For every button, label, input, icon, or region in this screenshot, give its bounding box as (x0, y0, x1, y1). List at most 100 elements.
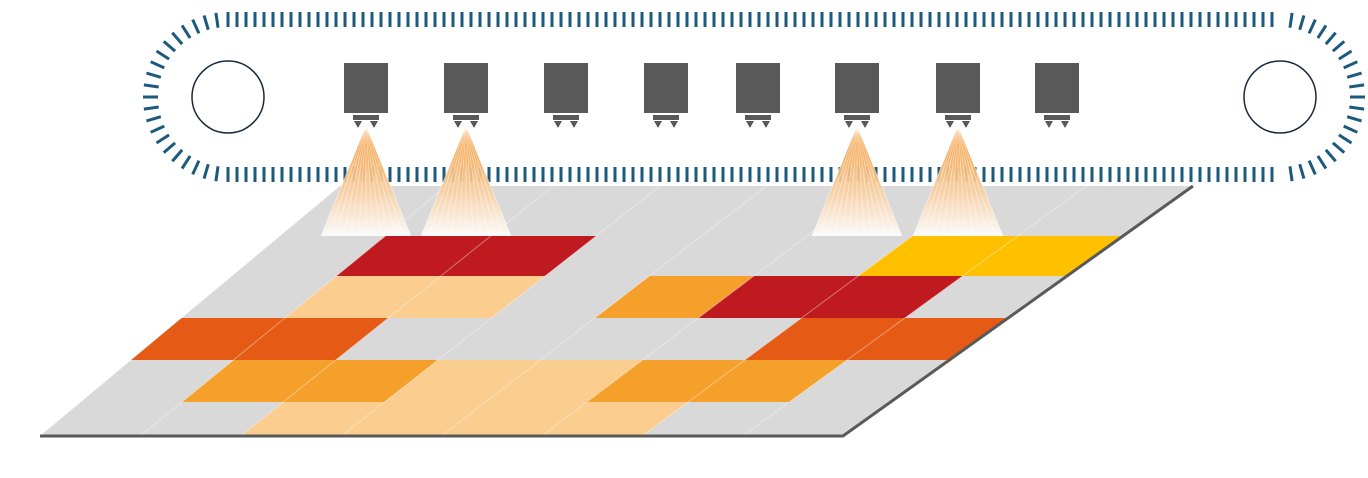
printhead-row (344, 63, 1079, 128)
printhead (644, 63, 688, 128)
spray-stream (856, 125, 888, 237)
printhead-nozzle-plate (844, 115, 870, 120)
grid-cell (388, 276, 546, 318)
spray-stream (957, 125, 1004, 237)
printhead-nozzle (570, 121, 578, 128)
printhead-nozzle (762, 121, 770, 128)
printhead-body (344, 63, 388, 113)
spray-stream (811, 125, 858, 237)
printhead-nozzle-plate (745, 115, 771, 120)
printhead-body (444, 63, 488, 113)
printhead-body (936, 63, 980, 113)
spray-stream (465, 125, 482, 237)
track-tick (1331, 40, 1346, 53)
track-tick (1343, 60, 1358, 70)
track-tick (171, 148, 184, 163)
printhead-nozzle (370, 121, 378, 128)
printhead-nozzle (746, 121, 754, 128)
track-tick (1343, 124, 1358, 134)
track-tick (1324, 31, 1337, 46)
track-tick (171, 31, 184, 46)
track-tick (1316, 24, 1328, 39)
grid-cell (744, 318, 905, 360)
track-tick (1346, 71, 1362, 79)
spray-stream (365, 125, 374, 237)
track-tick (1324, 148, 1337, 163)
grid-cell (240, 402, 385, 436)
track-tick (162, 40, 177, 53)
spray-stream (320, 125, 367, 237)
spray-stream (856, 125, 865, 237)
spray-stream (328, 125, 367, 237)
spray-stream (465, 125, 489, 237)
track-tick (155, 133, 170, 145)
track-tick (162, 141, 177, 154)
spray-stream (428, 125, 467, 237)
printhead-nozzle-plate (353, 115, 379, 120)
print-bed-edge (40, 184, 1194, 438)
track-tick (1349, 105, 1365, 111)
grid-cell (440, 236, 597, 276)
spray-stream (465, 125, 474, 237)
printhead-body (835, 63, 879, 113)
spray-stream (420, 125, 467, 237)
track-tick (1288, 12, 1294, 28)
track-tick (1338, 49, 1353, 61)
spray-stream (927, 125, 959, 237)
spray-stream (856, 125, 903, 237)
spray-stream (912, 125, 959, 237)
printhead (544, 63, 588, 128)
printhead-nozzle (654, 121, 662, 128)
grid-cell (336, 236, 491, 276)
grid-cell (341, 402, 486, 436)
grid-cell (586, 360, 745, 402)
printhead-nozzle (845, 121, 853, 128)
track-tick (180, 155, 192, 170)
printhead-nozzle (454, 121, 462, 128)
spray-stream (365, 125, 382, 237)
spray-stream (465, 125, 504, 237)
spray-stream (935, 125, 959, 237)
track-tick (202, 15, 210, 31)
track-tick (1307, 160, 1317, 175)
printhead-nozzle-plate (453, 115, 479, 120)
spray-stream (957, 125, 981, 237)
spray-stream (856, 125, 873, 237)
spray-stream (856, 125, 880, 237)
grid-cell (688, 360, 848, 402)
printhead (936, 63, 980, 128)
printhead-nozzle (1061, 121, 1069, 128)
grid-cell (283, 360, 439, 402)
spray-stream (819, 125, 858, 237)
printhead-nozzle-plate (1044, 115, 1070, 120)
track-tick (155, 49, 170, 61)
spray-stream (343, 125, 367, 237)
spray-stream (365, 125, 389, 237)
spray-stream (458, 125, 467, 237)
printhead (444, 63, 488, 128)
printhead-body (644, 63, 688, 113)
spray-stream (957, 125, 996, 237)
track-tick (1331, 141, 1346, 154)
track-tick (146, 71, 162, 79)
track-tick (1307, 19, 1317, 34)
spray-stream (365, 125, 404, 237)
track-tick (214, 166, 220, 182)
spray-stream (942, 125, 959, 237)
track-tick (180, 24, 192, 39)
grid-cell (541, 402, 689, 436)
spray-stream (350, 125, 367, 237)
spray-stream (834, 125, 858, 237)
printhead-nozzle-plate (653, 115, 679, 120)
printhead-nozzle-plate (553, 115, 579, 120)
grid-cell (962, 236, 1123, 276)
left-pulley (191, 60, 265, 134)
track-tick (214, 12, 220, 28)
track-tick (1298, 15, 1306, 31)
grid-cell (594, 276, 754, 318)
printhead-nozzle (946, 121, 954, 128)
track-tick (1349, 83, 1365, 89)
printhead-nozzle (962, 121, 970, 128)
grid-cell (384, 360, 541, 402)
spray-stream (841, 125, 858, 237)
